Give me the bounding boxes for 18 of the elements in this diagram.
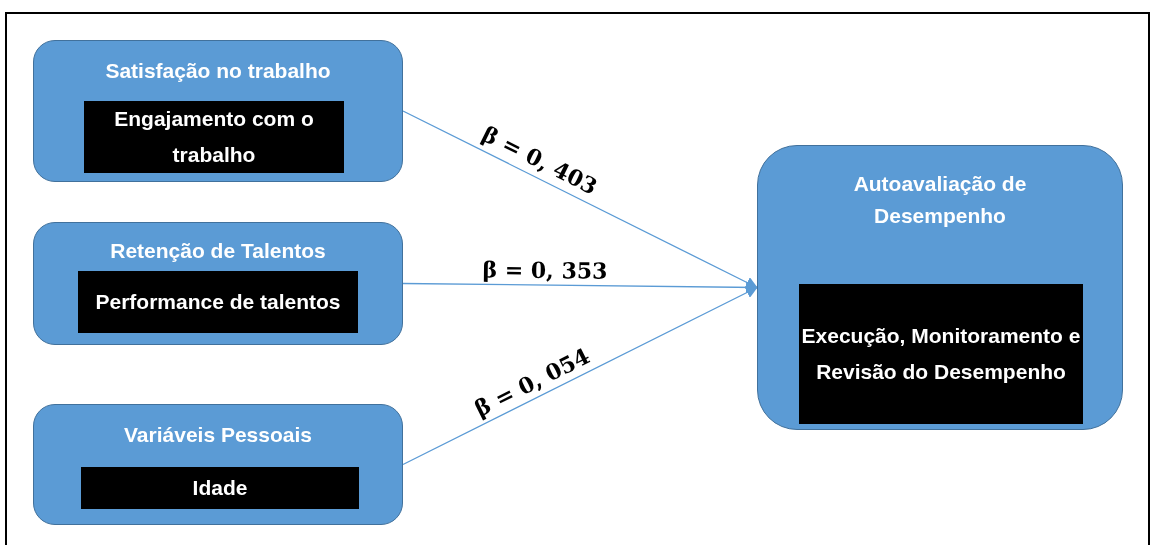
box-text: Execução, Monitoramento e Revisão do Desempenho <box>800 323 1082 385</box>
box-text: Engajamento com o trabalho <box>113 106 315 168</box>
box-heading: Retenção de Talentos <box>109 238 327 264</box>
arrow <box>402 286 758 466</box>
box-heading: Autoavaliação de Desempenho <box>852 171 1028 229</box>
rounded-box <box>33 40 403 182</box>
rounded-box <box>33 404 403 525</box>
rounded-box <box>757 145 1123 430</box>
box-text: Performance de talentos <box>95 289 341 315</box>
box-heading: Variáveis Pessoais <box>123 422 313 448</box>
label-box <box>84 101 344 173</box>
rounded-box <box>33 222 403 345</box>
label-box <box>799 284 1083 424</box>
box-text: Idade <box>192 475 248 501</box>
box-heading: Satisfação no trabalho <box>104 58 332 84</box>
arrow <box>402 110 758 289</box>
label-box <box>81 467 359 509</box>
label-box <box>78 271 358 333</box>
